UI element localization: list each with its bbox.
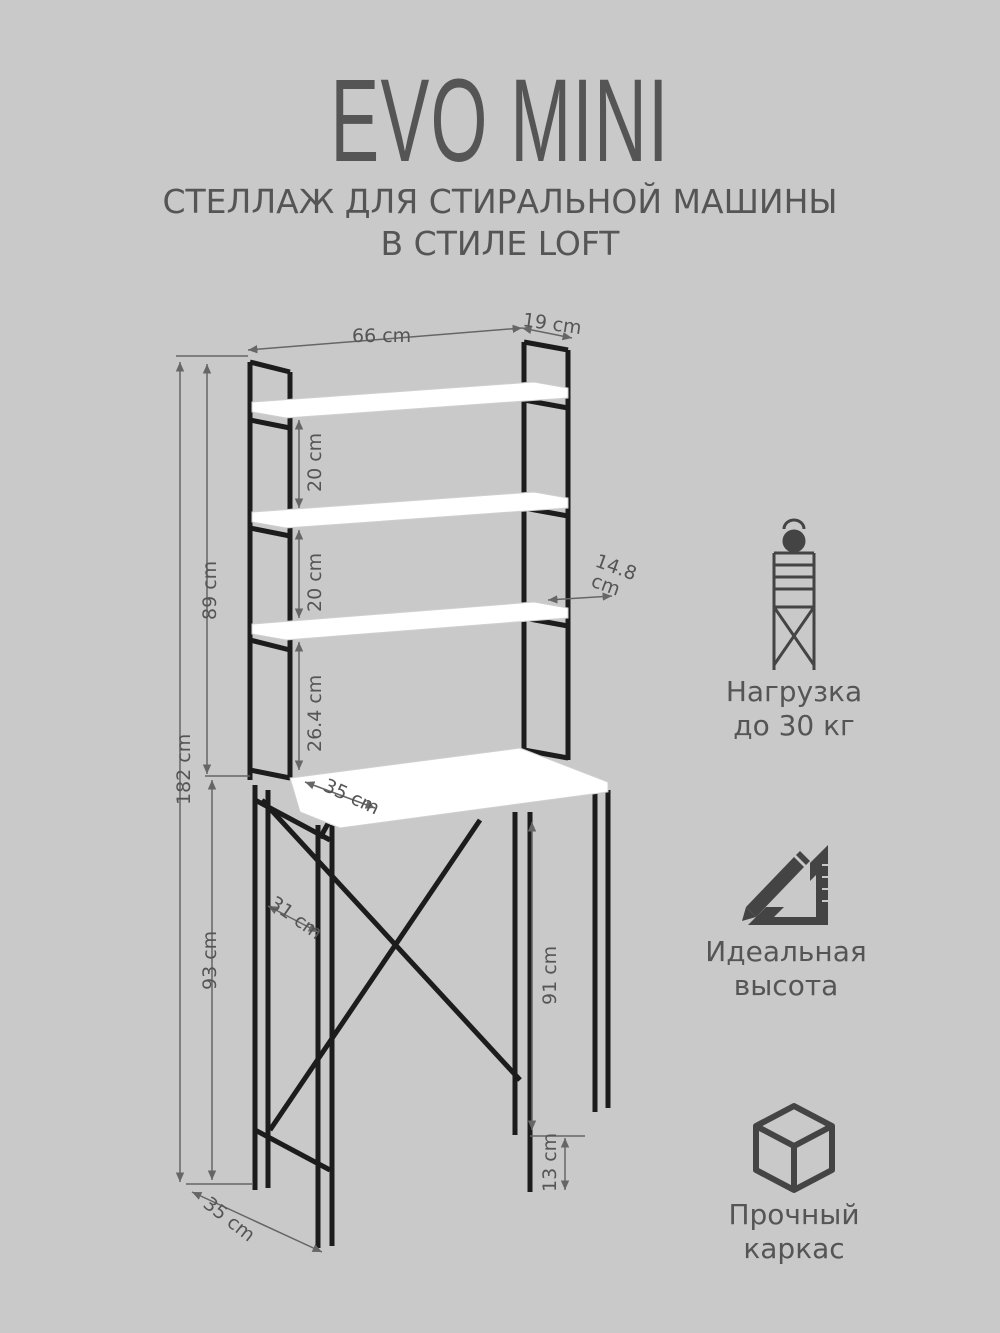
dim-lower-height: 93 cm bbox=[199, 931, 221, 990]
feature-frame: Прочный каркас bbox=[664, 1098, 924, 1266]
kettlebell-rack-icon bbox=[772, 518, 816, 670]
dim-clear-height: 91 cm bbox=[539, 946, 561, 1005]
dimension-lines bbox=[175, 324, 613, 1253]
pencil-triangle-icon bbox=[742, 845, 828, 925]
feature-frame-line1: Прочный bbox=[728, 1198, 860, 1231]
cube-icon bbox=[753, 1103, 835, 1193]
feature-height-line1: Идеальная bbox=[705, 935, 867, 968]
dim-foot-height: 13 cm bbox=[539, 1133, 561, 1192]
dim-total-height: 182 cm bbox=[173, 734, 195, 805]
product-title: EVO MINI bbox=[330, 55, 670, 187]
dim-shelf-gap-2: 20 cm bbox=[304, 553, 326, 612]
feature-height: Идеальная высота bbox=[656, 835, 916, 1003]
dim-width-top: 66 cm bbox=[352, 325, 411, 347]
dim-shelf-gap-3: 26.4 cm bbox=[304, 675, 326, 752]
dim-upper-height: 89 cm bbox=[199, 561, 221, 620]
product-subtitle-line1: СТЕЛЛАЖ ДЛЯ СТИРАЛЬНОЙ МАШИНЫ bbox=[162, 182, 838, 221]
feature-load-line2: до 30 кг bbox=[733, 709, 855, 742]
feature-load: Нагрузка до 30 кг bbox=[664, 515, 924, 743]
product-subtitle-line2: В СТИЛЕ LOFT bbox=[380, 224, 620, 263]
feature-height-line2: высота bbox=[733, 969, 839, 1002]
feature-frame-line2: каркас bbox=[743, 1232, 845, 1265]
feature-load-line1: Нагрузка bbox=[725, 675, 863, 708]
dim-depth-top: 19 cm bbox=[521, 309, 583, 339]
dim-shelf-gap-1: 20 cm bbox=[304, 433, 326, 492]
